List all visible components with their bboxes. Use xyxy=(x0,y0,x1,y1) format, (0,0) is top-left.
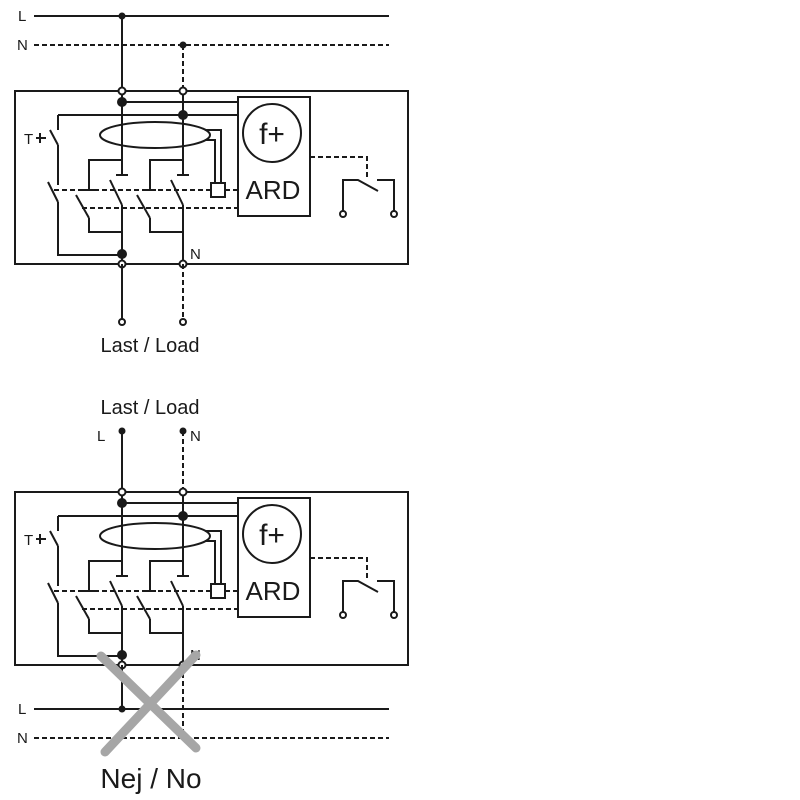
test-button-label: T xyxy=(24,131,33,148)
input-terminal xyxy=(117,86,127,96)
terminal-neutral-label: N xyxy=(190,246,201,263)
trip-relay xyxy=(210,583,226,599)
aux-linkage xyxy=(310,156,368,180)
top-diagram: L N T xyxy=(14,8,409,357)
aux-terminal xyxy=(339,210,347,218)
cross-icon xyxy=(96,650,201,757)
test-contact xyxy=(47,582,59,604)
contact-wire xyxy=(88,619,122,634)
aux-contact xyxy=(342,580,379,612)
test-wire xyxy=(57,202,122,256)
transformer-lead xyxy=(205,129,222,183)
contact-wire xyxy=(149,218,183,233)
aux-contact xyxy=(342,179,379,211)
device-enclosure xyxy=(14,90,409,265)
aux-terminal xyxy=(390,611,398,619)
ard-symbol-circle xyxy=(242,504,302,564)
input-terminal xyxy=(117,487,127,497)
ard-symbol: f+ xyxy=(259,519,285,552)
aux-contact xyxy=(377,580,395,612)
line-contact xyxy=(75,595,90,620)
neutral-contact xyxy=(170,179,184,206)
aux-terminal xyxy=(390,210,398,218)
aux-terminal xyxy=(339,611,347,619)
line-contact xyxy=(109,580,123,607)
supply-line-label: L xyxy=(18,8,26,25)
aux-contact xyxy=(377,179,395,211)
ard-symbol-circle xyxy=(242,103,302,163)
contact-wire xyxy=(88,218,122,233)
trip-relay xyxy=(210,182,226,198)
device-enclosure xyxy=(14,491,409,666)
supply-neutral-label: N xyxy=(17,37,28,54)
load-label: Last / Load xyxy=(101,335,200,357)
load-terminal xyxy=(179,318,187,326)
verdict-label: Nej / No xyxy=(100,763,201,794)
ard-symbol: f+ xyxy=(259,118,285,151)
neutral-contact xyxy=(136,194,151,219)
test-contact xyxy=(47,181,59,203)
aux-linkage xyxy=(310,557,368,581)
bottom-diagram: Last / Load L N T xyxy=(14,397,409,794)
input-terminal xyxy=(178,487,188,497)
ard-label: ARD xyxy=(246,175,301,205)
supply-neutral-label: N xyxy=(17,730,28,747)
test-switch xyxy=(49,530,59,547)
line-contact xyxy=(109,179,123,206)
transformer-lead xyxy=(205,530,222,584)
contact-wire xyxy=(149,619,183,634)
test-switch xyxy=(49,129,59,146)
load-neutral-label: N xyxy=(190,428,201,445)
load-line-label: L xyxy=(97,428,105,445)
transformer-lead xyxy=(205,139,216,183)
neutral-contact xyxy=(136,595,151,620)
ard-label: ARD xyxy=(246,576,301,606)
transformer-lead xyxy=(205,540,216,584)
input-terminal xyxy=(178,86,188,96)
neutral-contact xyxy=(170,580,184,607)
contact-wire xyxy=(149,560,183,591)
current-transformer xyxy=(99,121,211,149)
load-label: Last / Load xyxy=(101,397,200,419)
contact-wire xyxy=(88,560,122,591)
supply-line-label: L xyxy=(18,701,26,718)
test-button-label: T xyxy=(24,532,33,549)
contact-wire xyxy=(149,159,183,190)
contact-wire xyxy=(88,159,122,190)
current-transformer xyxy=(99,522,211,550)
junction-dot xyxy=(117,650,127,660)
line-contact xyxy=(75,194,90,219)
load-terminal xyxy=(118,318,126,326)
junction-dot xyxy=(117,249,127,259)
